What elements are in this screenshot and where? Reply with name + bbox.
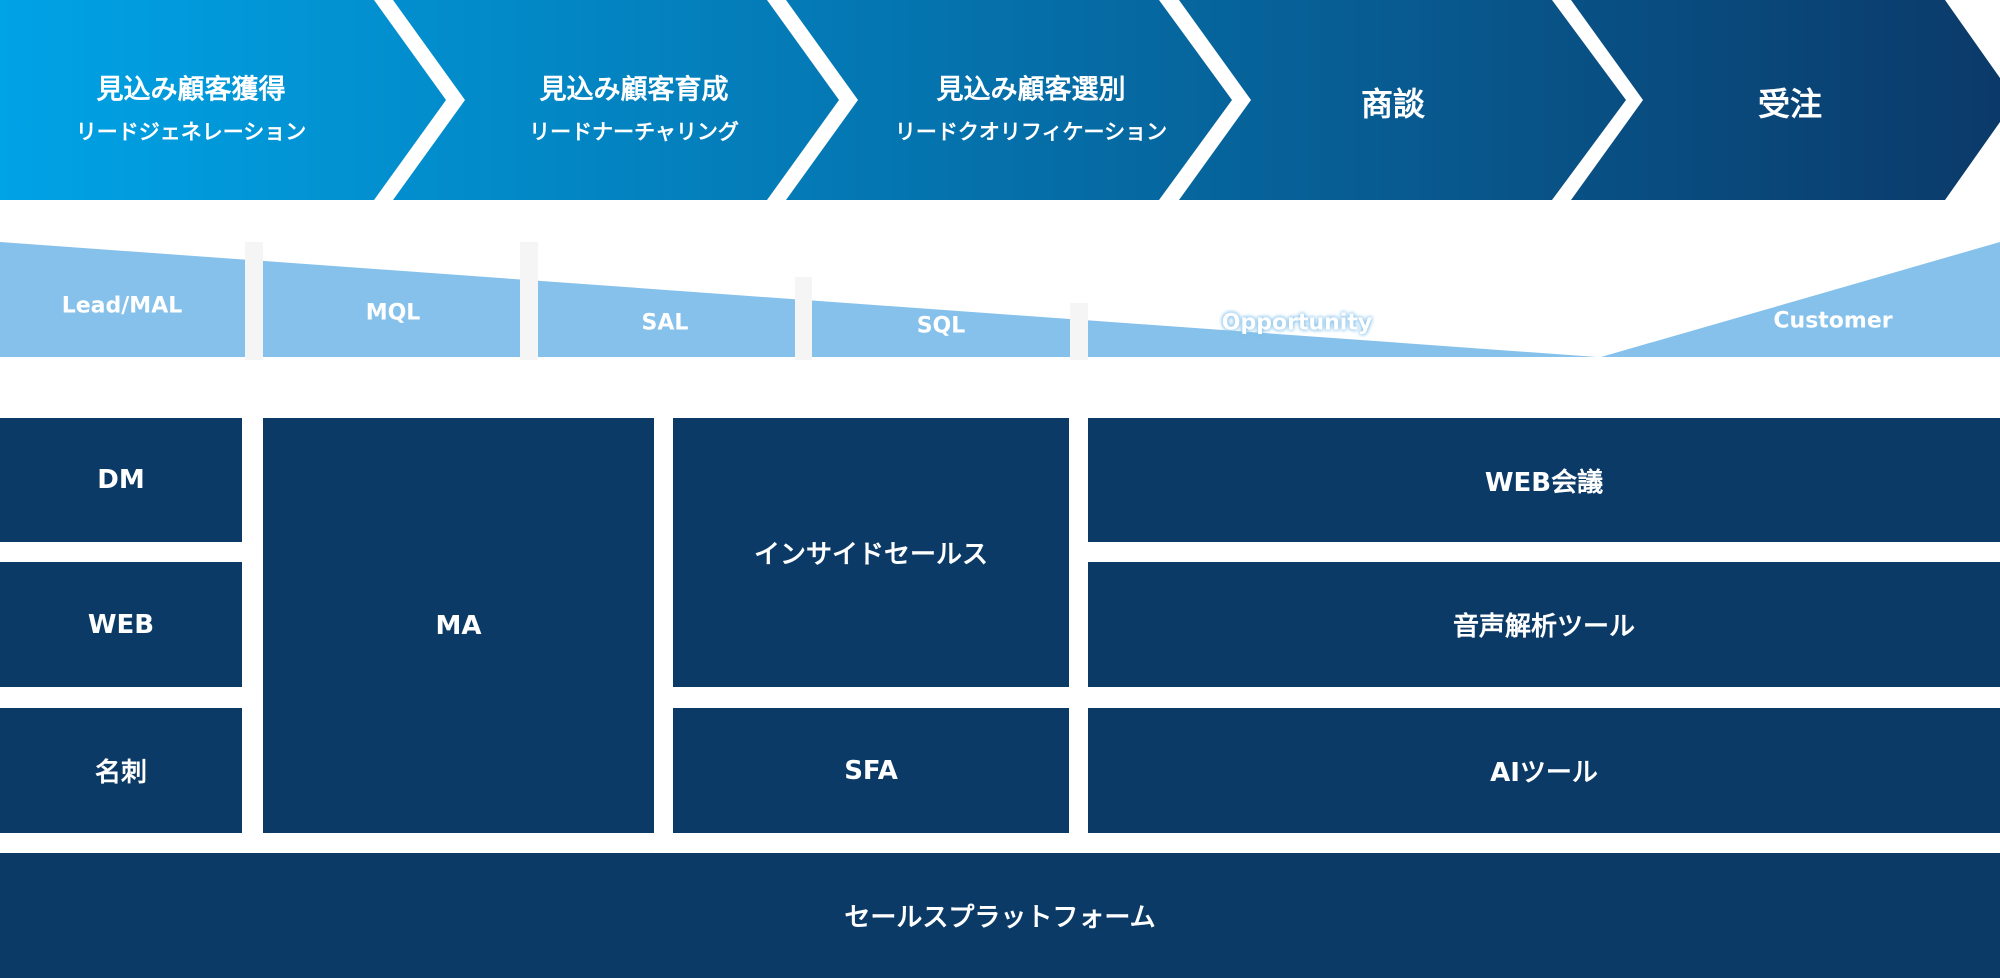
stage-chevron-5 (1571, 0, 2000, 200)
tool-sfa: SFA (673, 708, 1069, 833)
funnel-label-sql: SQL (916, 313, 966, 339)
funnel-divider (1070, 303, 1088, 360)
funnel-divider (520, 242, 538, 360)
stage-3-subtitle: リードクオリフィケーション (894, 120, 1168, 144)
tool-voice-analysis: 音声解析ツール (1088, 562, 2000, 687)
stage-2-subtitle: リードナーチャリング (529, 120, 739, 144)
tool-ai: AIツール (1088, 708, 2000, 833)
tool-web-meeting: WEB会議 (1088, 418, 2000, 542)
funnel-label-mql: MQL (365, 300, 421, 326)
customer-band (1601, 242, 2000, 357)
stage-2-title: 見込み顧客育成 (539, 74, 729, 106)
tool-business-card: 名刺 (0, 708, 242, 833)
funnel-divider (245, 242, 263, 360)
stage-5-title: 受注 (1757, 85, 1823, 123)
funnel-label-lead: Lead/MAL (61, 293, 183, 319)
tool-inside-sales: インサイドセールス (673, 418, 1069, 687)
stage-1-subtitle: リードジェネレーション (75, 120, 307, 144)
stage-chevron-3 (786, 0, 1232, 200)
stage-chevron-2 (393, 0, 839, 200)
funnel-label-opportunity: Opportunity (1221, 310, 1373, 336)
tool-ma: MA (263, 418, 654, 833)
tool-web: WEB (0, 562, 242, 687)
stage-3-title: 見込み顧客選別 (936, 74, 1126, 106)
stage-chevron-1 (0, 0, 446, 200)
funnel-label-customer: Customer (1773, 308, 1893, 334)
tool-dm: DM (0, 418, 242, 542)
stage-chevron-4 (1179, 0, 1626, 200)
funnel-label-sal: SAL (641, 310, 689, 336)
funnel-divider (795, 277, 812, 360)
stage-4-title: 商談 (1360, 85, 1426, 123)
sales-platform: セールスプラットフォーム (0, 853, 2000, 978)
stage-1-title: 見込み顧客獲得 (96, 74, 286, 106)
